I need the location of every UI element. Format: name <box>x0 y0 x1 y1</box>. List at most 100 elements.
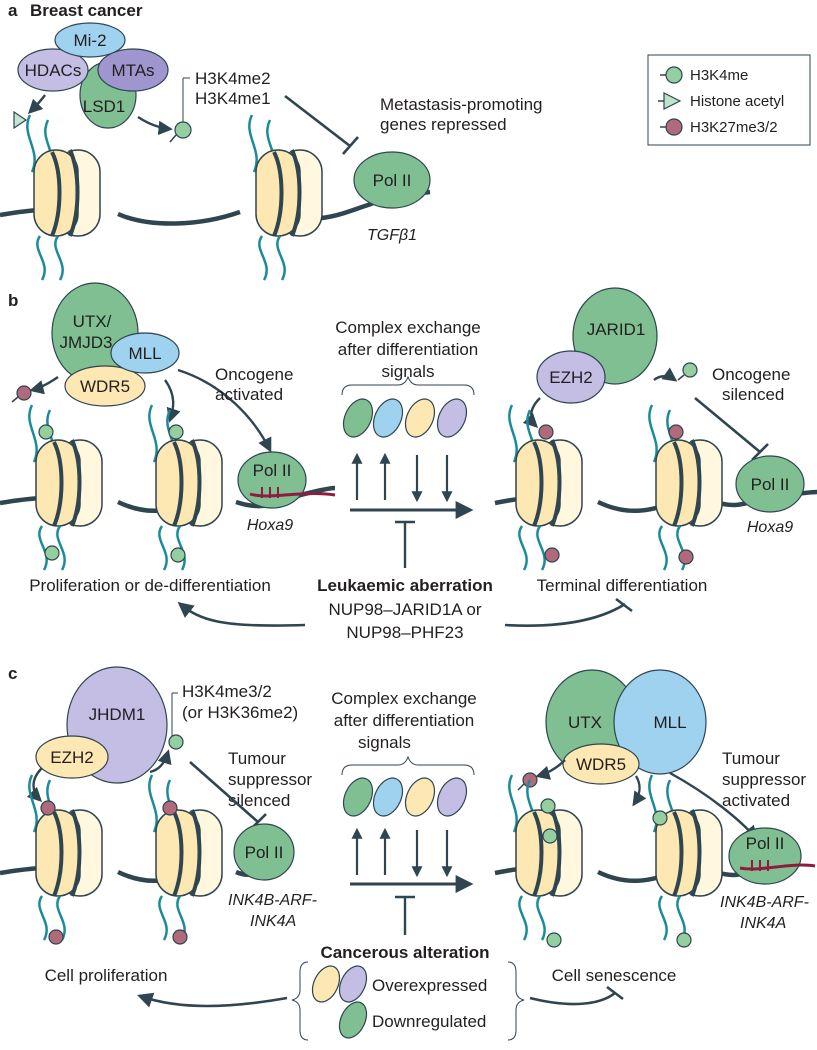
oncogene-activated-line1: Oncogene <box>215 365 293 384</box>
exchange-brace <box>341 755 475 776</box>
utx-label: UTX <box>568 713 602 732</box>
ts-silenced-line3: silenced <box>228 791 290 810</box>
h3k4me-icon <box>170 547 186 563</box>
purple-protein-icon <box>436 398 468 438</box>
gene-label: TGFβ1 <box>367 227 417 244</box>
legend-h3k27me: H3K27me3/2 <box>690 119 778 136</box>
ts-silenced-line2: suppressor <box>228 770 312 789</box>
nucleosome <box>248 114 323 281</box>
wdr5-label: WDR5 <box>576 755 626 774</box>
h3k4me-icon <box>682 362 698 378</box>
mrna-transcript <box>249 492 336 498</box>
gene-line2: INK4A <box>740 915 786 932</box>
h3k27me-icon <box>544 547 560 563</box>
blue-protein-icon <box>372 777 404 817</box>
fusion-line2: NUP98–PHF23 <box>346 623 463 642</box>
ts-activated-line3: activated <box>722 791 790 810</box>
wdr5-protein <box>562 743 640 785</box>
panel-a-letter: a <box>8 1 18 20</box>
yellow-protein-icon <box>404 777 436 817</box>
hdacs-label: HDACs <box>25 61 82 80</box>
silencing-arrow <box>694 397 761 453</box>
gene-line1: INK4B-ARF- <box>228 892 317 909</box>
right-outcome: Cell senescence <box>552 966 677 985</box>
silencing-arrow <box>189 761 259 823</box>
jhdm1-label: JHDM1 <box>89 705 146 724</box>
gene-line2: INK4A <box>250 913 296 930</box>
ts-activated-line2: suppressor <box>722 770 806 789</box>
green-protein-icon <box>338 1001 368 1039</box>
h3k27me-icon <box>162 800 178 816</box>
legend: H3K4me Histone acetyl H3K27me3/2 <box>647 54 811 146</box>
wdr5-label: WDR5 <box>80 377 130 396</box>
h3k27me-icon <box>668 424 684 440</box>
mll-protein <box>110 332 180 374</box>
aberration-title: Leukaemic aberration <box>317 576 493 595</box>
jmjd3-label: JMJD3 <box>60 333 113 352</box>
panel-b: b UTX/ JMJD3 MLL WDR5 Oncogene activated <box>0 282 817 642</box>
legend-acetyl: Histone acetyl <box>690 93 784 110</box>
h3k4me-icon <box>174 121 192 139</box>
pol-ii <box>735 455 805 513</box>
panel-a: a Breast cancer Mi-2 HDACs MTAs LSD1 H3K… <box>0 1 543 281</box>
mtas-label: MTAs <box>111 61 154 80</box>
exchange-line1: Complex exchange <box>335 318 481 337</box>
alteration-blocks-arrow <box>529 991 616 1006</box>
pol-ii-label: Pol II <box>253 461 292 480</box>
jarid1-label: JARID1 <box>587 320 646 339</box>
downregulated-label: Downregulated <box>372 1012 486 1031</box>
exchange-line2: after differentiation <box>334 711 475 730</box>
mrna-transcript <box>739 863 816 871</box>
aberration-blocks-arrow <box>504 602 626 627</box>
repress-line1: Metastasis-promoting <box>380 95 543 114</box>
methyl-release-arrow <box>137 116 173 136</box>
utx-label: UTX/ <box>73 312 112 331</box>
h3k4me-icon <box>540 798 556 814</box>
pol-ii-label: Pol II <box>373 171 412 190</box>
yellow-protein-icon <box>404 398 436 438</box>
panel-a-title: Breast cancer <box>30 1 143 20</box>
acetyl-release-arrow <box>27 94 46 115</box>
mark-h3k36me2: (or H3K36me2) <box>182 703 298 722</box>
green-protein-icon <box>342 777 374 817</box>
oncogene-activated-line2: activated <box>215 385 283 404</box>
gene-label: Hoxa9 <box>747 519 793 536</box>
oncogene-silenced-line1: Oncogene <box>712 365 790 384</box>
ts-activated-line1: Tumour <box>722 749 780 768</box>
h3k27me-icon <box>16 385 32 401</box>
h3k4me-icon <box>542 828 558 844</box>
h3k4me-icon <box>546 932 562 948</box>
left-outcome: Proliferation or de-differentiation <box>29 576 271 595</box>
aberration-promotes-arrow <box>177 602 306 627</box>
blue-protein-icon <box>372 398 404 438</box>
h3k4me-icon <box>168 734 184 750</box>
nucleosome <box>28 404 103 571</box>
lsd1-label: LSD1 <box>83 97 126 116</box>
pol-ii <box>353 151 431 209</box>
exchange-brace <box>341 375 475 396</box>
h3k27me-icon <box>538 424 554 440</box>
nucleosome <box>508 404 583 571</box>
pol-ii <box>233 823 295 881</box>
nucleosome <box>148 774 223 941</box>
h3k27me-icon <box>48 929 64 945</box>
exchange-line3: signals <box>382 362 435 381</box>
h3k27me-icon <box>678 549 694 565</box>
h3k27me-icon <box>40 800 56 816</box>
ezh2-label: EZH2 <box>549 368 592 387</box>
mll-label: MLL <box>653 713 686 732</box>
legend-h3k4me: H3K4me <box>690 67 748 84</box>
nucleosome <box>648 774 723 941</box>
yellow-protein-icon <box>311 965 341 1003</box>
mtas-protein <box>97 48 169 92</box>
nucleosome <box>648 404 723 571</box>
h3k4me-icon <box>38 424 54 440</box>
repress-line2: genes repressed <box>380 115 507 134</box>
h3k4me-icon <box>676 932 692 948</box>
wdr5-protein <box>64 365 146 407</box>
h3k4me-icon <box>168 424 184 440</box>
left-outcome: Cell proliferation <box>45 966 168 985</box>
purple-protein-icon <box>338 965 368 1003</box>
mll-label: MLL <box>128 344 161 363</box>
mark-h3k4me2: H3K4me2 <box>195 69 271 88</box>
